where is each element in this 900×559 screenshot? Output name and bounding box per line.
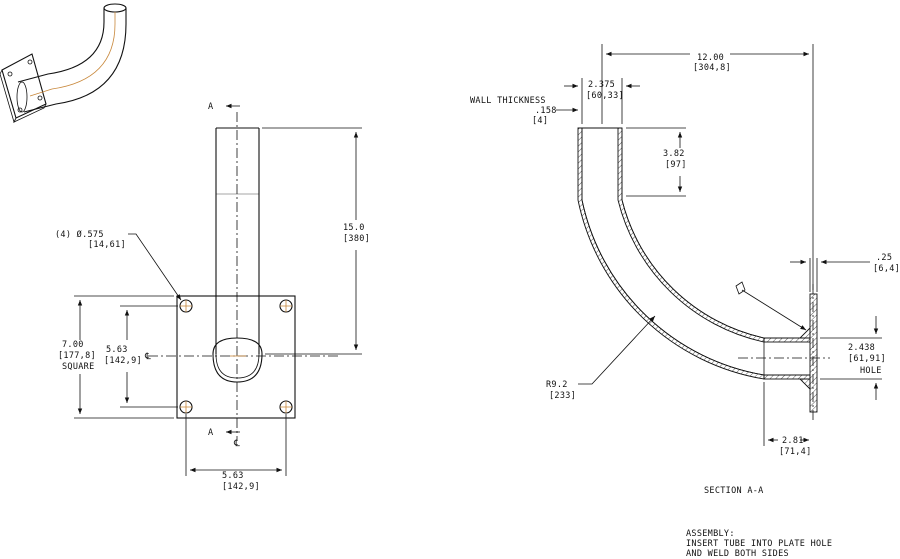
radius-dimension: R9.2: [546, 380, 568, 390]
height-dimension-metric: [380]: [343, 234, 370, 244]
tube-front: [215, 127, 260, 354]
bolt-spacing-horizontal-metric: [142,9]: [222, 482, 260, 492]
section-title: SECTION A-A: [704, 486, 764, 496]
radius-dimension-metric: [233]: [549, 391, 576, 401]
wall-thickness-dimension-metric: [4]: [532, 116, 548, 126]
assembly-notes: ASSEMBLY: INSERT TUBE INTO PLATE HOLE AN…: [686, 529, 832, 559]
height-dimension: 15.0: [343, 223, 365, 233]
centerline-symbol-left: ℄: [144, 352, 151, 362]
hole-dimension: 2.438: [848, 343, 875, 353]
hole-label: HOLE: [860, 366, 882, 376]
hole-dimension-metric: [61,91]: [848, 354, 886, 364]
bolt-spacing-horizontal: 5.63: [222, 471, 244, 481]
section-view: 12.00 [304,8] 2.375 [60,33] WALL THICKNE…: [470, 44, 900, 496]
section-mark-bottom: A: [208, 428, 213, 438]
bolt-spacing-vertical: 5.63: [106, 345, 128, 355]
bolt-hole: [179, 400, 193, 414]
bolt-hole: [179, 299, 193, 313]
note-line: AND WELD BOTH SIDES: [686, 549, 789, 559]
plate-thickness-dimension: .25: [876, 253, 892, 263]
centerline-symbol-bottom: ℄: [233, 439, 240, 449]
wall-thickness-dimension: .158: [535, 106, 557, 116]
plate-thickness-dimension-metric: [6,4]: [873, 264, 900, 274]
plate-dimension-note: SQUARE: [62, 362, 95, 372]
hole-callout-metric: [14,61]: [88, 240, 126, 250]
bolt-spacing-vertical-metric: [142,9]: [104, 356, 142, 366]
bolt-hole: [279, 400, 293, 414]
wall-thickness-label: WALL THICKNESS: [470, 96, 546, 106]
hole-callout: (4) Ø.575: [55, 229, 104, 240]
straight-length-dimension-metric: [97]: [665, 160, 687, 170]
overall-length-dimension-metric: [304,8]: [693, 63, 731, 73]
plate-dimension-metric: [177,8]: [58, 351, 96, 361]
section-mark-top: A: [208, 102, 213, 112]
mounting-plate: [176, 295, 296, 419]
insert-depth-dimension: 2.81: [782, 436, 804, 446]
overall-length-dimension: 12.00: [697, 53, 724, 63]
note-line: ASSEMBLY:: [686, 529, 735, 539]
wall-plate: [809, 293, 818, 413]
plate-dimension: 7.00: [62, 340, 84, 350]
tube-od-dimension-metric: [60,33]: [586, 91, 624, 101]
insert-depth-dimension-metric: [71,4]: [779, 447, 812, 457]
straight-length-dimension: 3.82: [663, 149, 685, 159]
bolt-hole: [279, 299, 293, 313]
isometric-thumbnail: [0, 3, 127, 124]
front-view: A A ℄ ℄ (4) Ø.575 [14,61] 15.0 [380] 7.0…: [55, 102, 370, 492]
tube-od-dimension: 2.375: [588, 80, 615, 90]
note-line: INSERT TUBE INTO PLATE HOLE: [686, 539, 832, 549]
